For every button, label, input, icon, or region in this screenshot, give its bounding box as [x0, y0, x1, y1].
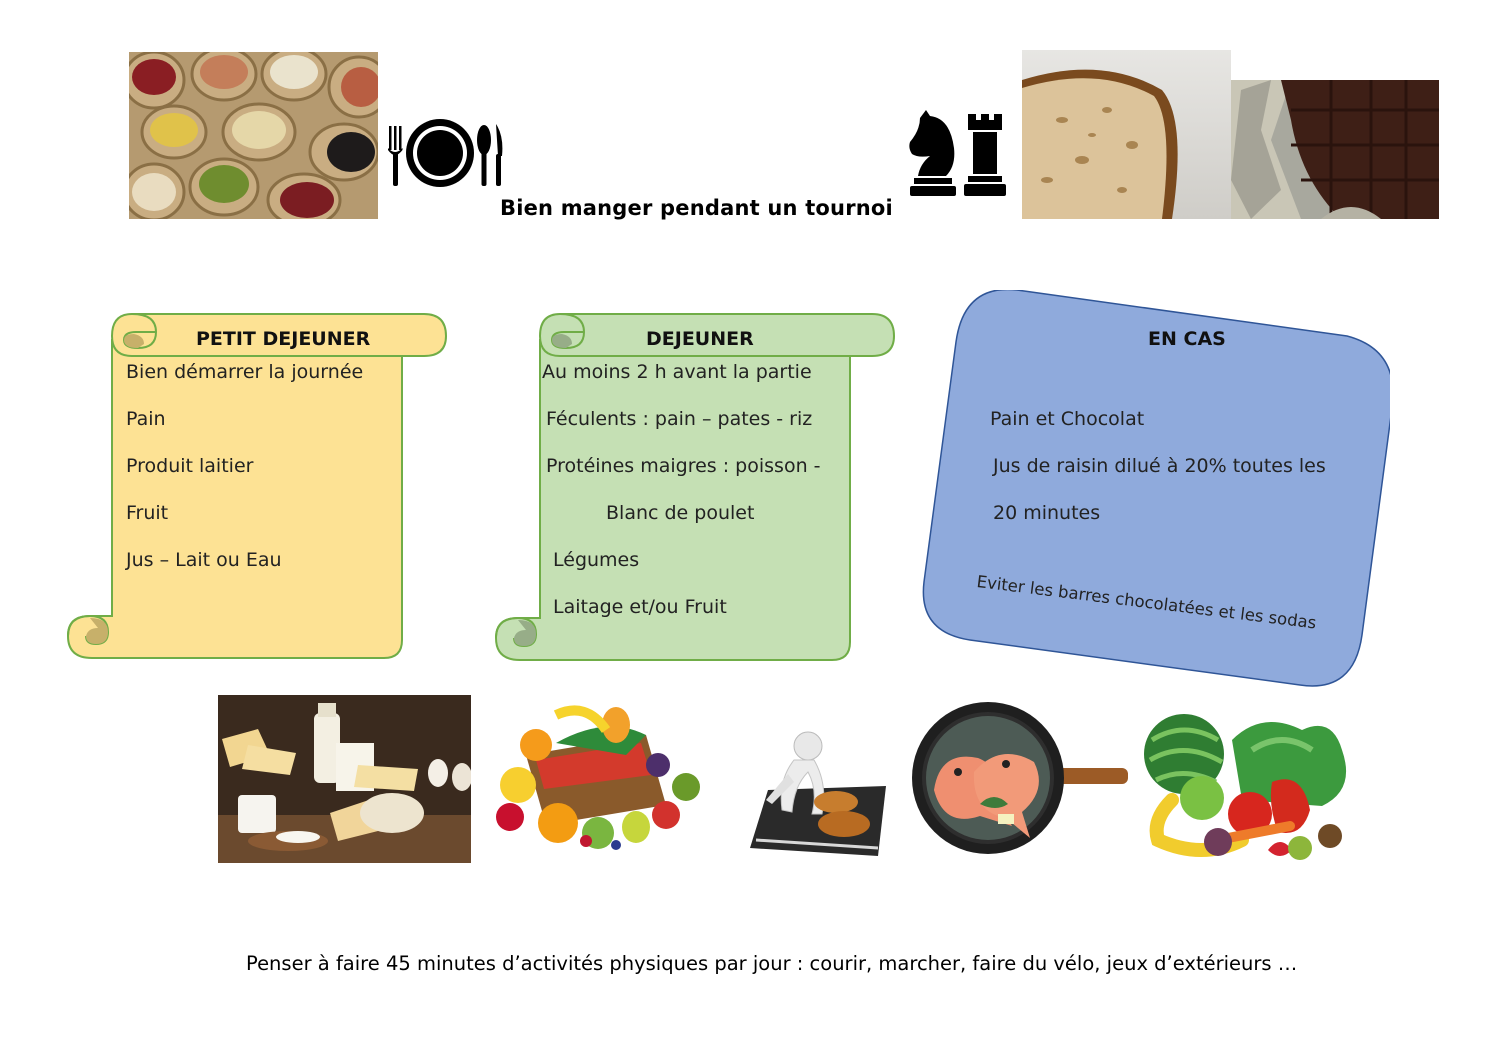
chocolat-photo	[1231, 80, 1439, 219]
fruits-photo	[496, 705, 702, 853]
poulet-illustration	[748, 730, 888, 860]
dejeuner-line: Légumes	[553, 549, 640, 571]
cavalier-icon	[906, 108, 958, 198]
footer-note: Penser à faire 45 minutes d’activités ph…	[246, 952, 1298, 975]
dejeuner-line: Laitage et/ou Fruit	[553, 596, 727, 618]
tour-icon	[962, 110, 1008, 198]
poisson-poele-illustration	[910, 700, 1130, 856]
petit-dejeuner-line: Jus – Lait ou Eau	[126, 549, 282, 571]
page-title: Bien manger pendant un tournoi	[500, 196, 893, 220]
legumes-secs-photo	[129, 52, 378, 219]
en-cas-card: EN CAS Pain et Chocolat Jus de raisin di…	[922, 290, 1390, 690]
dejeuner-heading: DEJEUNER	[646, 328, 754, 350]
petit-dejeuner-line: Fruit	[126, 502, 169, 524]
petit-dejeuner-line: Bien démarrer la journée	[126, 361, 364, 383]
dejeuner-line: Protéines maigres : poisson -	[546, 455, 821, 477]
en-cas-line: Jus de raisin dilué à 20% toutes les	[993, 455, 1326, 477]
petit-dejeuner-line: Pain	[126, 408, 166, 430]
petit-dejeuner-card: PETIT DEJEUNER Bien démarrer la journée …	[64, 310, 449, 662]
petit-dejeuner-line: Produit laitier	[126, 455, 254, 477]
dejeuner-line: Blanc de poulet	[606, 502, 755, 524]
en-cas-heading: EN CAS	[1148, 328, 1226, 350]
dejeuner-line: Féculents : pain – pates - riz	[546, 408, 813, 430]
couverts-icon	[384, 116, 506, 190]
dejeuner-line: Au moins 2 h avant la partie	[542, 361, 812, 383]
en-cas-line: Pain et Chocolat	[990, 408, 1145, 430]
produits-laitiers-photo	[218, 695, 471, 863]
pain-photo	[1022, 50, 1231, 219]
en-cas-line: 20 minutes	[993, 502, 1101, 524]
petit-dejeuner-heading: PETIT DEJEUNER	[196, 328, 371, 350]
fruits-legumes-illustration	[1142, 710, 1352, 865]
dejeuner-card: DEJEUNER Au moins 2 h avant la partie Fé…	[492, 310, 897, 666]
